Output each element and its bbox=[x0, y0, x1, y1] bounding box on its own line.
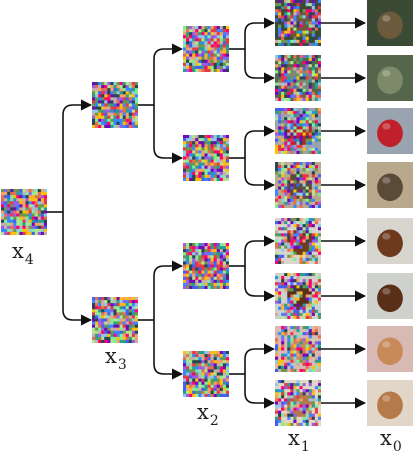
label-x2-sub: 2 bbox=[209, 413, 219, 429]
branch-x2-0-arrow-1 bbox=[244, 49, 276, 84]
label-x1: x1 bbox=[288, 426, 310, 453]
label-x2: x2 bbox=[197, 400, 219, 429]
output-image-dog-2 bbox=[367, 380, 413, 426]
branch-x2-3-arrow-0 bbox=[244, 343, 276, 374]
noisy-image-x1-2 bbox=[275, 108, 321, 154]
label-x4-base: x bbox=[12, 239, 24, 263]
label-x0-sub: 0 bbox=[392, 439, 402, 453]
branch-x2-1-arrow-0 bbox=[244, 125, 276, 158]
label-x3: x3 bbox=[105, 344, 127, 373]
output-image-horse-rider-1 bbox=[367, 218, 413, 264]
noisy-image-x1-0 bbox=[275, 0, 321, 46]
branch-x2-0-arrow-0 bbox=[244, 17, 276, 49]
output-image-red-bus-person bbox=[367, 108, 413, 154]
branch-x2-1-arrow-1 bbox=[244, 158, 276, 191]
branch-x3a-arrow-0 bbox=[153, 43, 184, 105]
output-image-deer-dark bbox=[367, 0, 413, 46]
label-x2-base: x bbox=[197, 400, 209, 424]
noisy-image-x1-6 bbox=[275, 326, 321, 372]
branch-x3a-arrow-1 bbox=[153, 105, 184, 164]
output-image-horse-rider-2 bbox=[367, 273, 413, 319]
noise-image-x2-3 bbox=[183, 351, 229, 397]
label-x0-base: x bbox=[380, 426, 392, 450]
branch-x4-arrow-1 bbox=[62, 212, 93, 326]
branch-x4-arrow-0 bbox=[62, 99, 93, 212]
noise-image-x3-0 bbox=[92, 82, 138, 128]
noise-image-x4 bbox=[1, 189, 47, 235]
label-x3-base: x bbox=[105, 344, 117, 368]
branch-x3b-arrow-1 bbox=[153, 320, 184, 380]
branch-x2-2-arrow-1 bbox=[244, 266, 276, 302]
noise-image-x2-1 bbox=[183, 135, 229, 181]
branch-x3b-arrow-0 bbox=[153, 260, 184, 320]
output-image-dog-1 bbox=[367, 326, 413, 372]
label-x1-sub: 1 bbox=[300, 439, 310, 453]
label-x4: x4 bbox=[12, 239, 34, 268]
noise-image-x3-1 bbox=[92, 297, 138, 343]
branch-x2-3-arrow-1 bbox=[244, 374, 276, 409]
noisy-image-x1-3 bbox=[275, 162, 321, 208]
output-image-deer-light bbox=[367, 55, 413, 101]
noisy-image-x1-7 bbox=[275, 380, 321, 426]
noise-image-x2-2 bbox=[183, 243, 229, 289]
noisy-image-x1-5 bbox=[275, 273, 321, 319]
label-x3-sub: 3 bbox=[117, 357, 127, 373]
noise-image-x2-0 bbox=[183, 26, 229, 72]
output-image-bird bbox=[367, 162, 413, 208]
label-x4-sub: 4 bbox=[24, 252, 34, 268]
noisy-image-x1-1 bbox=[275, 55, 321, 101]
label-x0: x0 bbox=[380, 426, 402, 453]
label-x1-base: x bbox=[288, 426, 300, 450]
branch-x2-2-arrow-0 bbox=[244, 235, 276, 266]
noisy-image-x1-4 bbox=[275, 218, 321, 264]
